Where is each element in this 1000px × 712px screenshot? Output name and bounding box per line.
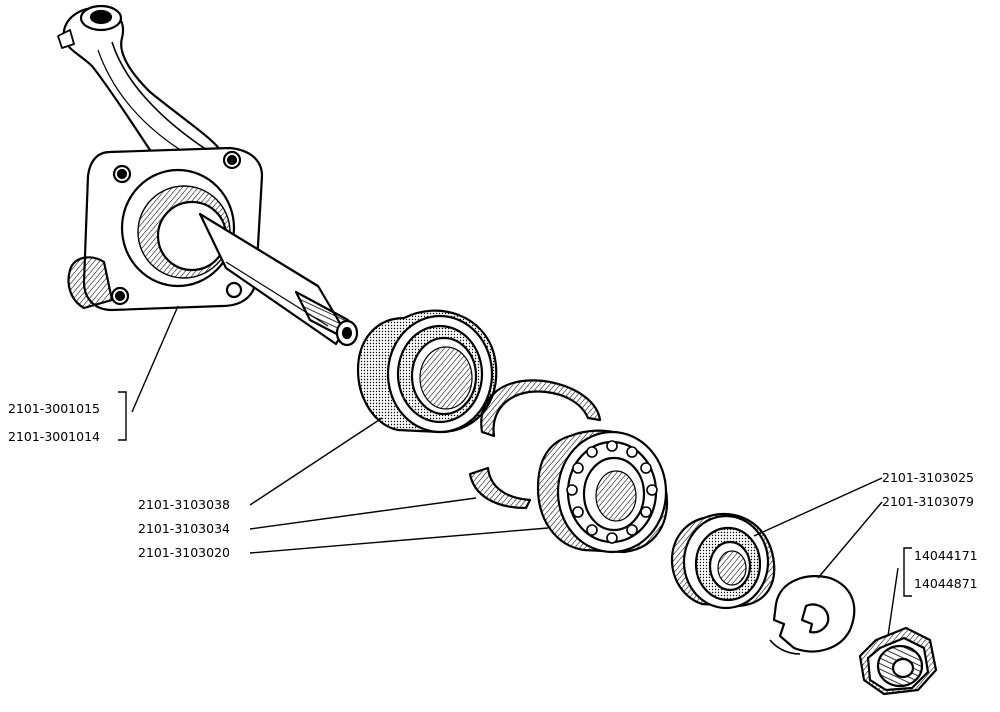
washer bbox=[769, 574, 856, 655]
label-inner-bearing: 2101-3103020 bbox=[138, 545, 230, 560]
bracket-knuckle bbox=[118, 391, 127, 441]
part-labels: 2101-3001015 2101-3001014 2101-3103038 2… bbox=[8, 401, 978, 591]
bracket-hub-nut bbox=[903, 547, 912, 597]
leader-knuckle bbox=[131, 305, 179, 413]
leader-outer-bearing bbox=[753, 477, 883, 537]
leader-hub-nut bbox=[887, 567, 899, 637]
leader-inner-bearing bbox=[249, 527, 549, 554]
label-hub-nut-1: 14044171 bbox=[914, 548, 978, 563]
label-knuckle-2: 2101-3001014 bbox=[8, 429, 100, 444]
label-knuckle-1: 2101-3001015 bbox=[8, 401, 100, 416]
outer-bearing bbox=[670, 513, 776, 610]
label-washer: 2101-3103079 bbox=[882, 494, 974, 509]
hub-nut bbox=[858, 626, 938, 696]
label-spacer-ring: 2101-3103034 bbox=[138, 521, 230, 536]
oil-seal bbox=[356, 309, 498, 434]
label-oil-seal: 2101-3103038 bbox=[138, 497, 230, 512]
label-hub-nut-2: 14044871 bbox=[914, 576, 978, 591]
leader-lines bbox=[118, 305, 912, 637]
leader-oil-seal bbox=[249, 417, 383, 506]
leader-washer bbox=[817, 501, 883, 579]
inner-bearing bbox=[536, 429, 669, 554]
label-outer-bearing: 2101-3103025 bbox=[882, 470, 974, 485]
leader-spacer-ring bbox=[249, 497, 477, 530]
steering-knuckle bbox=[57, 4, 359, 347]
spacer-ring bbox=[468, 379, 602, 510]
